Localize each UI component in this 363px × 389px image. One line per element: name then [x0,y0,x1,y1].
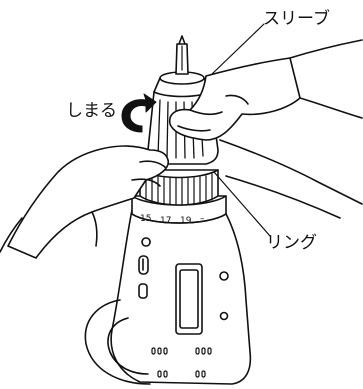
tighten-label: しまる [66,101,117,121]
right-forearm [219,139,363,219]
torque-scale: 15 17 19 – [140,214,205,226]
torque-scale-tick: – [200,214,205,224]
drill-body [84,209,252,385]
ring [139,169,219,206]
ring-label: リング [266,233,317,253]
tighten-arrow-icon [121,93,157,133]
leader-lines [211,23,271,237]
torque-scale-tick: 17 [160,216,171,226]
ring-leader-line [213,171,271,237]
sleeve-label: スリーブ [263,9,330,29]
right-hand [168,39,363,141]
driver-bit [175,35,189,75]
left-hand [0,145,170,259]
torque-scale-tick: 15 [140,214,151,224]
torque-scale-tick: 19 [180,216,192,226]
sleeve-leader-line [211,23,265,75]
